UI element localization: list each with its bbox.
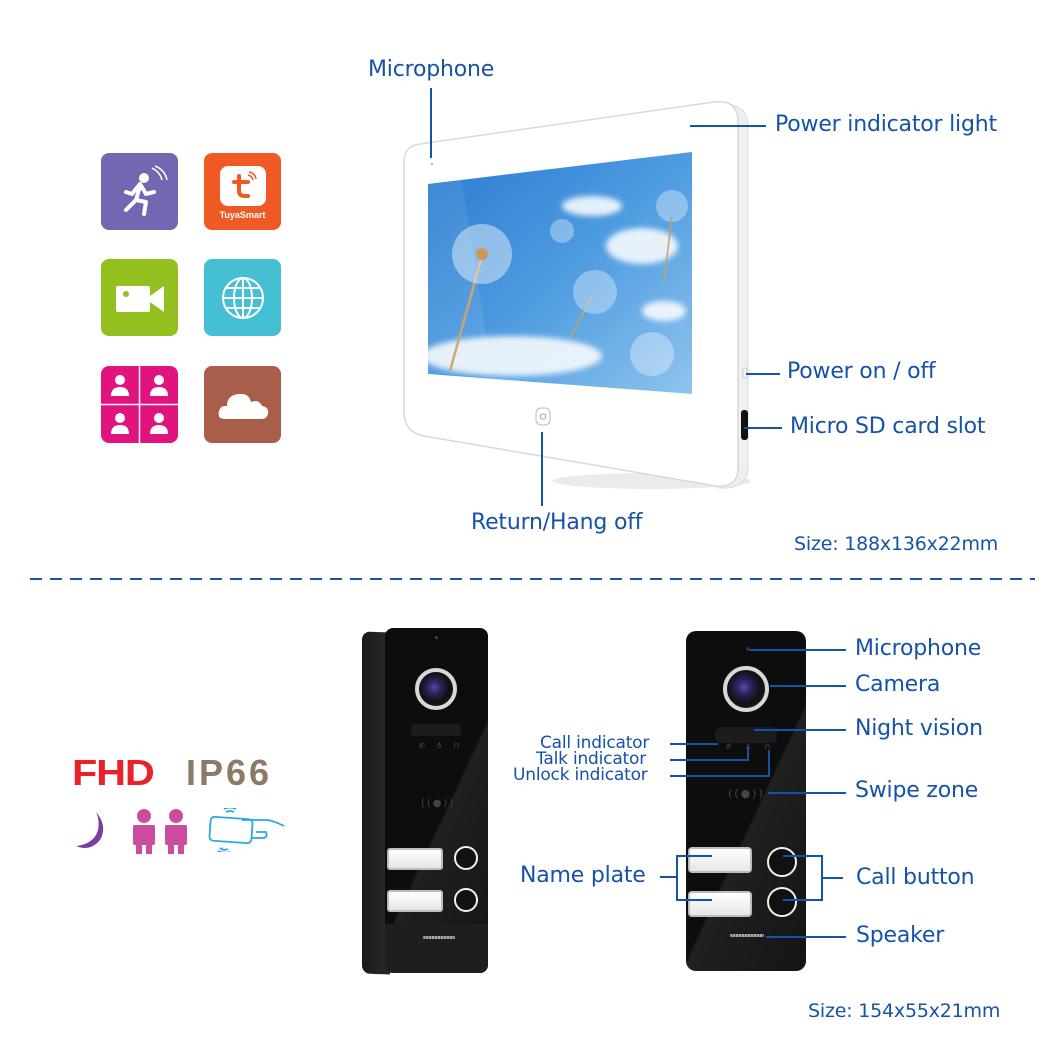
- quad-split-icon: [101, 366, 178, 443]
- label-camera: Camera: [855, 672, 941, 697]
- leader-line: [744, 427, 782, 429]
- indicator-icons: ✆ ♁ ⊓: [419, 742, 459, 750]
- leader-line: [747, 747, 749, 761]
- label-night-vision: Night vision: [855, 716, 983, 741]
- leader-line: [746, 373, 780, 375]
- bracket-top: [783, 855, 823, 857]
- tuya-label: TuyaSmart: [219, 209, 266, 220]
- motion-detection-icon: [101, 153, 178, 230]
- leader-line: [660, 876, 678, 878]
- label-power-switch: Power on / off: [787, 359, 936, 384]
- swipe-zone-icon: ((●)): [728, 787, 765, 800]
- indoor-monitor: [402, 96, 750, 490]
- leader-line: [670, 759, 748, 761]
- bracket-bottom: [783, 899, 823, 901]
- call-button-1[interactable]: [767, 847, 797, 877]
- name-plate-1: [688, 847, 752, 873]
- leader-line: [430, 88, 432, 158]
- label-db-microphone: Microphone: [855, 636, 982, 661]
- cloud-icon: [204, 366, 281, 443]
- card-swipe-icon: [206, 806, 290, 856]
- ip66-badge: IP66: [186, 752, 273, 793]
- speaker-grille: [423, 936, 455, 939]
- label-sd-slot: Micro SD card slot: [790, 414, 986, 439]
- outdoor-station-front: ✆♁⊓ ((●)): [686, 631, 806, 971]
- label-power-indicator: Power indicator light: [775, 112, 997, 137]
- label-monitor-microphone: Microphone: [368, 57, 495, 82]
- camera-lens: [415, 668, 457, 710]
- swipe-zone-icon: ((●)): [421, 798, 456, 809]
- label-swipe-zone: Swipe zone: [855, 778, 979, 803]
- call-indicator-icon: ✆: [419, 742, 425, 750]
- outdoor-station-perspective: ✆ ♁ ⊓ ((●)): [385, 628, 488, 973]
- label-unlock-indicator: Unlock indicator: [513, 765, 648, 785]
- globe-icon: [204, 259, 281, 336]
- two-apartments-icon: [130, 808, 190, 858]
- label-return-button: Return/Hang off: [471, 510, 643, 535]
- leader-line: [768, 792, 846, 794]
- fhd-badge: FHD: [72, 752, 155, 793]
- call-button-2[interactable]: [454, 888, 478, 912]
- leader-line: [768, 750, 770, 777]
- name-plate-1: [387, 848, 443, 870]
- night-mode-moon-icon: [72, 808, 108, 856]
- leader-line: [750, 649, 846, 651]
- monitor-size: Size: 188x136x22mm: [794, 533, 999, 555]
- bracket-vertical: [676, 855, 678, 900]
- microphone-hole: [746, 647, 750, 651]
- bracket-bottom: [676, 899, 712, 901]
- leader-line: [754, 729, 846, 731]
- unlock-indicator-icon: ⊓: [764, 743, 770, 751]
- call-indicator-icon: ✆: [726, 743, 732, 751]
- talk-indicator-icon: ♁: [436, 742, 442, 750]
- speaker-grille: [730, 934, 764, 937]
- leader-line: [670, 775, 770, 777]
- name-plate-2: [688, 891, 752, 917]
- tuya-smart-icon: TuyaSmart: [204, 153, 281, 230]
- leader-line: [541, 432, 543, 506]
- leader-line: [766, 936, 846, 938]
- microphone-hole: [435, 636, 438, 639]
- call-button-2[interactable]: [767, 887, 797, 917]
- leader-line: [690, 125, 766, 127]
- label-name-plate: Name plate: [520, 863, 646, 888]
- label-speaker: Speaker: [856, 923, 945, 948]
- night-vision-bar: [715, 727, 777, 743]
- leader-line: [670, 743, 718, 745]
- call-button-1[interactable]: [454, 846, 478, 870]
- bracket-top: [676, 855, 712, 857]
- section-divider: [30, 578, 1035, 580]
- doorbell-size: Size: 154x55x21mm: [808, 1000, 1001, 1022]
- camera-lens: [723, 666, 769, 712]
- night-vision-bar: [411, 724, 461, 736]
- leader-line: [770, 685, 846, 687]
- bottom-panel: [385, 924, 488, 973]
- label-call-button: Call button: [856, 865, 975, 890]
- label-call-indicator: Call indicator: [540, 733, 650, 753]
- leader-line: [821, 877, 843, 879]
- label-talk-indicator: Talk indicator: [536, 749, 646, 769]
- name-plate-2: [387, 890, 443, 912]
- video-camera-icon: [101, 259, 178, 336]
- unlock-indicator-icon: ⊓: [453, 742, 459, 750]
